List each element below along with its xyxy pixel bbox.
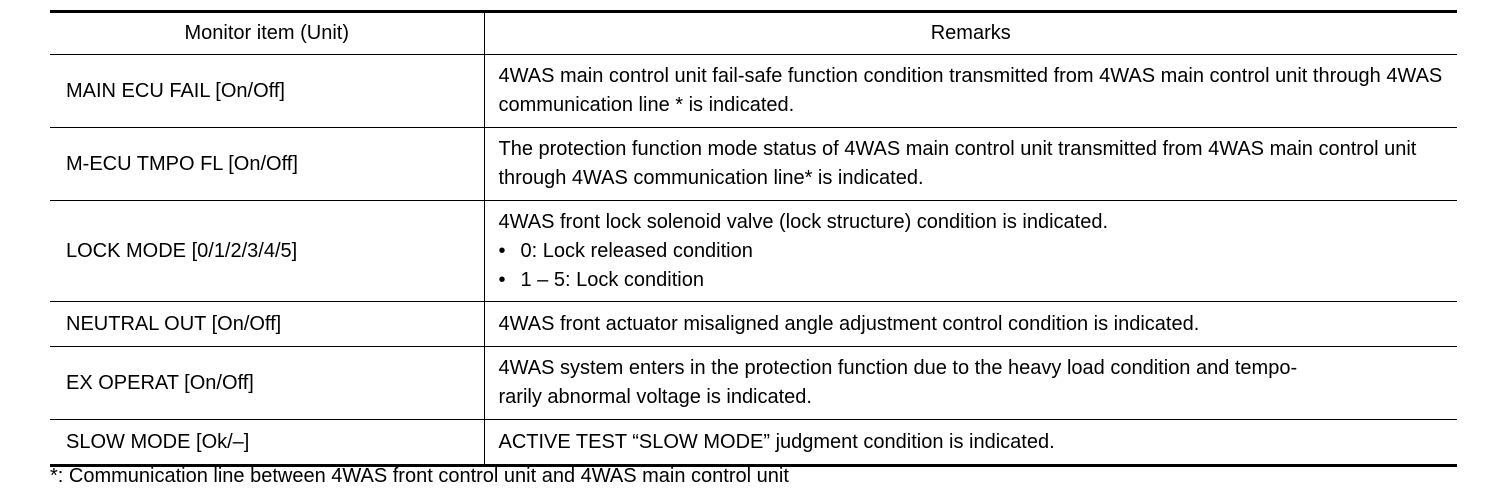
table-row: M-ECU TMPO FL [On/Off] The protection fu…: [50, 127, 1457, 201]
table-row: NEUTRAL OUT [On/Off] 4WAS front actuator…: [50, 301, 1457, 347]
table-row: EX OPERAT [On/Off] 4WAS system enters in…: [50, 346, 1457, 420]
bullet-text: 0: Lock released condition: [520, 239, 753, 262]
remark-text: 4WAS front lock solenoid valve (lock str…: [498, 210, 1109, 233]
monitor-item-cell: LOCK MODE [0/1/2/3/4/5]: [50, 200, 484, 302]
monitor-item-cell: EX OPERAT [On/Off]: [50, 346, 484, 420]
remark-text-line: rarily abnormal voltage is indicated.: [498, 386, 813, 408]
header-monitor-item: Monitor item (Unit): [50, 11, 484, 55]
bullet-text: 1 – 5: Lock condition: [520, 268, 704, 291]
remark-text-line: 4WAS system enters in the protection fun…: [498, 357, 1298, 379]
table-row: LOCK MODE [0/1/2/3/4/5] 4WAS front lock …: [50, 200, 1457, 302]
remark-cell: The protection function mode status of 4…: [483, 127, 1457, 201]
table-row: MAIN ECU FAIL [On/Off] 4WAS main control…: [50, 54, 1457, 128]
bullet-icon: •: [498, 268, 506, 291]
monitor-table-container: Monitor item (Unit) Remarks MAIN ECU FAI…: [50, 10, 1457, 467]
monitor-item-cell: MAIN ECU FAIL [On/Off]: [50, 54, 484, 128]
bullet-icon: •: [498, 239, 506, 262]
remark-cell: 4WAS main control unit fail-safe functio…: [483, 54, 1457, 128]
bullet-item: • 0: Lock released condition: [499, 237, 1450, 266]
monitor-item-cell: M-ECU TMPO FL [On/Off]: [50, 127, 484, 201]
monitor-item-cell: NEUTRAL OUT [On/Off]: [50, 301, 484, 347]
monitor-item-cell: SLOW MODE [Ok/–]: [66, 430, 250, 453]
bullet-item: • 1 – 5: Lock condition: [499, 266, 1450, 295]
table-row: SLOW MODE [Ok/–] ACTIVE TEST “SLOW MODE”…: [50, 419, 1457, 466]
remark-cell: 4WAS system enters in the protection fun…: [483, 346, 1457, 420]
remark-cell: 4WAS front actuator misaligned angle adj…: [483, 301, 1457, 347]
remark-cell: ACTIVE TEST “SLOW MODE” judgment conditi…: [483, 419, 1457, 466]
header-remarks: Remarks: [483, 11, 1457, 55]
table-header-row: Monitor item (Unit) Remarks: [50, 11, 1457, 55]
remark-cell: 4WAS front lock solenoid valve (lock str…: [483, 200, 1457, 302]
monitor-item-table: Monitor item (Unit) Remarks MAIN ECU FAI…: [50, 10, 1457, 467]
footnote: *: Communication line between 4WAS front…: [50, 465, 789, 487]
